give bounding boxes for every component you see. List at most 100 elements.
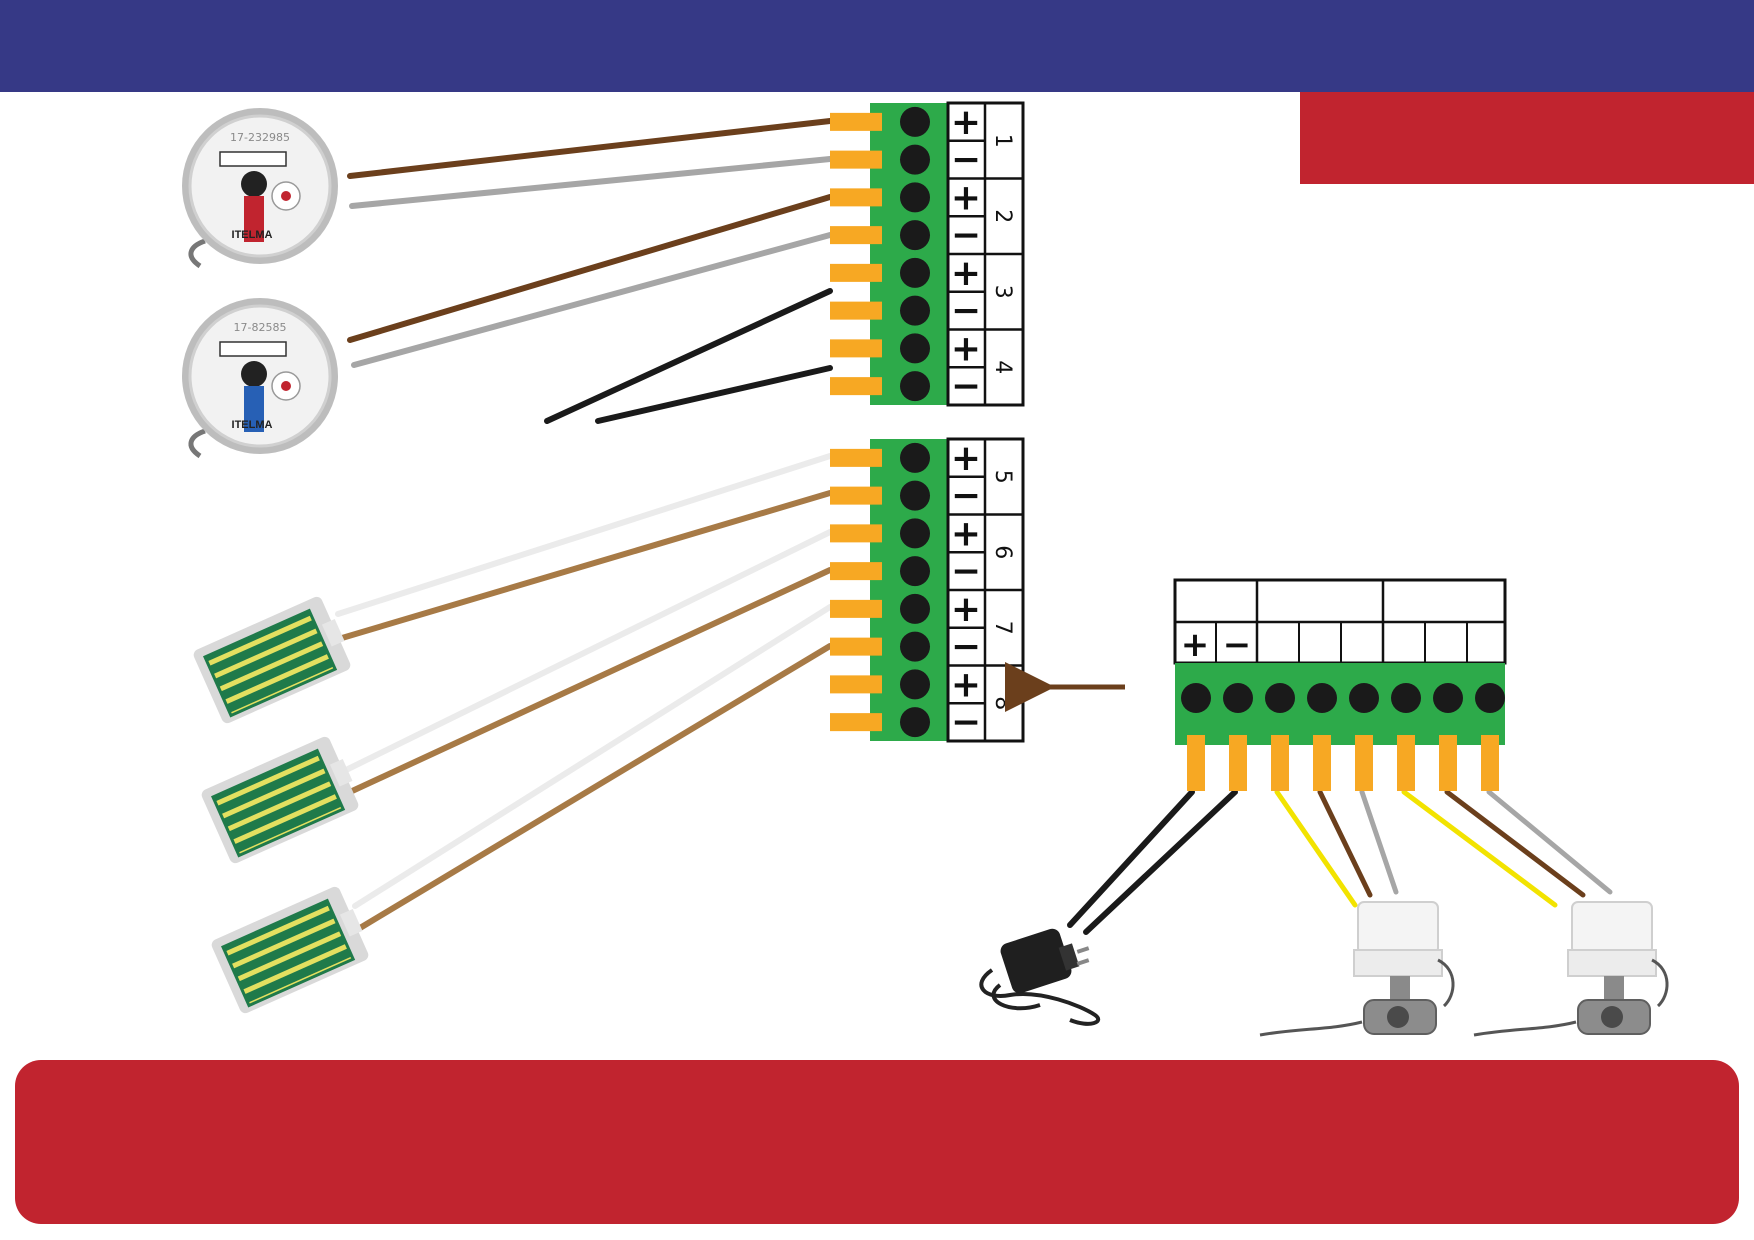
red-indicator — [244, 196, 264, 242]
leak-sensor — [193, 596, 351, 724]
terminal-screw — [900, 371, 930, 402]
terminal-pin — [1229, 735, 1247, 791]
terminal-pin — [830, 112, 882, 131]
header-accent-block — [1300, 92, 1754, 184]
footer-banner — [15, 1060, 1739, 1224]
terminal-pin — [830, 377, 882, 396]
wire-gray — [349, 156, 833, 209]
wire-black — [1083, 789, 1238, 935]
wires — [335, 118, 1613, 935]
wire-brown — [1317, 789, 1373, 898]
terminal-screw — [900, 333, 930, 364]
terminal-screw — [900, 182, 930, 213]
meter-brand: ITELMA — [232, 419, 273, 431]
meter-serial: 17-232985 — [230, 131, 290, 144]
terminal-pin — [1313, 735, 1331, 791]
channel-number: 3 — [990, 285, 1015, 299]
terminal-screw — [900, 631, 930, 662]
channel-number: 2 — [990, 209, 1015, 223]
wire-black — [595, 365, 833, 424]
terminal-screw — [900, 106, 930, 137]
wire-brown — [347, 118, 833, 179]
terminal-pin — [1355, 735, 1373, 791]
polarity-sign: − — [951, 627, 981, 668]
output-terminal-block: + − — [1173, 578, 1507, 791]
terminal-screw — [1349, 683, 1379, 713]
polarity-sign: + — [951, 664, 981, 705]
polarity-sign: − — [951, 702, 981, 743]
polarity-sign: − — [951, 551, 981, 592]
polarity-sign: − — [951, 215, 981, 256]
wire-brown — [1444, 789, 1586, 898]
terminal-pin — [830, 562, 882, 581]
terminal-pin — [830, 675, 882, 694]
output-sign: + — [1181, 625, 1210, 665]
terminal-pin — [1439, 735, 1457, 791]
terminal-screw — [1223, 683, 1253, 713]
polarity-sign: − — [951, 291, 981, 332]
terminal-screw — [900, 144, 930, 175]
terminal-pin — [830, 188, 882, 207]
terminal-screw — [900, 442, 930, 473]
polarity-sign: − — [951, 140, 981, 181]
channel-number: 1 — [990, 134, 1015, 148]
terminal-screw — [900, 556, 930, 587]
terminal-screw — [900, 669, 930, 700]
polarity-sign: − — [951, 476, 981, 517]
meter-serial: 17-82585 — [234, 321, 287, 334]
terminal-pin — [830, 637, 882, 656]
wire-white — [335, 453, 833, 617]
wire-brown — [347, 194, 833, 343]
terminal-pin — [1271, 735, 1289, 791]
polarity-sign: + — [951, 438, 981, 479]
terminal-pin — [830, 524, 882, 543]
water-meter-hot: 17-232985 ITELMA — [182, 108, 338, 269]
terminal-pin — [830, 339, 882, 358]
terminal-pin — [830, 713, 882, 732]
water-meter-cold: 17-82585 ITELMA — [182, 298, 338, 459]
wire-gray — [351, 232, 833, 368]
wire-black — [544, 288, 833, 424]
wire-tan — [357, 643, 833, 931]
channel-number: 7 — [990, 621, 1015, 635]
terminal-screw — [900, 220, 930, 251]
terminal-screw — [1391, 683, 1421, 713]
power-adapter-icon — [979, 928, 1101, 1026]
terminal-pin — [1187, 735, 1205, 791]
wire-white — [343, 529, 833, 773]
terminal-screw — [1265, 683, 1295, 713]
wire-white — [352, 604, 833, 909]
wire-gray — [1359, 789, 1399, 895]
polarity-sign: − — [951, 366, 981, 407]
wire-yellow — [1401, 789, 1558, 908]
terminal-screw — [1307, 683, 1337, 713]
output-sign: − — [1223, 625, 1252, 665]
terminal-screw — [900, 593, 930, 624]
terminal-screw — [900, 518, 930, 549]
terminal-screw — [900, 707, 930, 738]
meter-brand: ITELMA — [232, 229, 273, 241]
terminal-pin — [1481, 735, 1499, 791]
channel-number: 4 — [990, 360, 1015, 374]
polarity-sign: + — [951, 102, 981, 143]
polarity-sign: + — [951, 328, 981, 369]
terminal-pin — [830, 486, 882, 505]
header-bar — [0, 0, 1754, 92]
terminal-pin — [830, 448, 882, 467]
channel-number: 6 — [990, 545, 1015, 559]
polarity-sign: + — [951, 177, 981, 218]
terminal-screw — [900, 480, 930, 511]
terminal-pin — [830, 150, 882, 169]
leak-sensor — [211, 886, 369, 1014]
polarity-sign: + — [951, 513, 981, 554]
ball-valve-icon — [1259, 901, 1455, 1037]
terminal-pin — [1397, 735, 1415, 791]
terminal-pin — [830, 263, 882, 282]
terminal-screw — [1181, 683, 1211, 713]
terminal-pin — [830, 599, 882, 618]
terminal-screw — [900, 257, 930, 288]
wire-yellow — [1274, 789, 1358, 908]
wire-tan — [347, 567, 833, 795]
polarity-sign: + — [951, 589, 981, 630]
